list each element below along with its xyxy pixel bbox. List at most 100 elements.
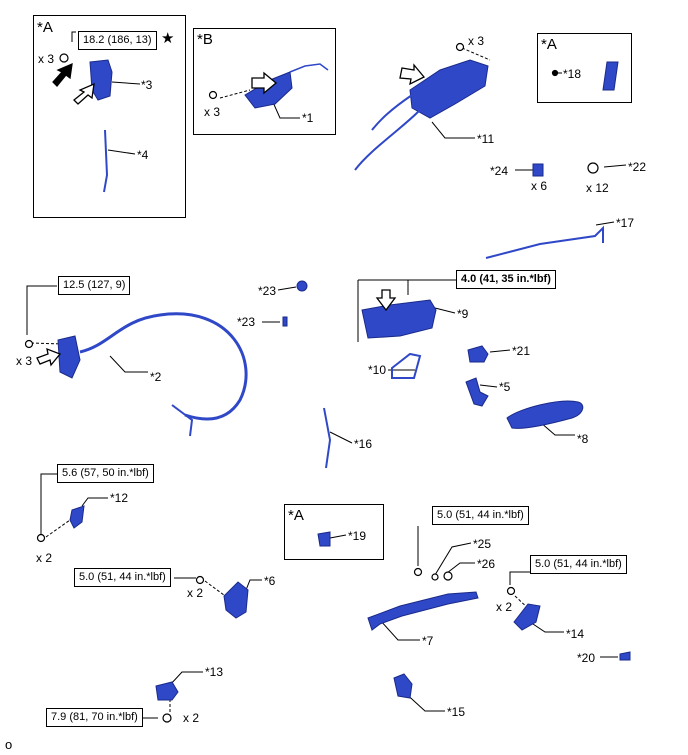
part-18 xyxy=(602,61,619,91)
washer-25 xyxy=(431,573,439,581)
frame-tag-a2: *A xyxy=(541,36,557,53)
qty-bolt-14: x 2 xyxy=(496,600,513,614)
torque-spec-25: 5.0 (51, 44 in.*lbf) xyxy=(432,506,529,525)
callout-13: *13 xyxy=(205,665,224,679)
qty-bolt-3: x 3 xyxy=(38,52,55,66)
open-arrow-icon-2 xyxy=(36,347,62,367)
frame-tag-b: *B xyxy=(197,31,213,48)
qty-bolt-b: x 3 xyxy=(204,105,221,119)
callout-26: *26 xyxy=(477,557,496,571)
callout-23b: *23 xyxy=(237,315,256,329)
part-14 xyxy=(513,603,541,631)
callout-9: *9 xyxy=(457,307,469,321)
callout-7: *7 xyxy=(422,634,434,648)
solid-arrow-icon xyxy=(52,62,73,87)
direction-arrows xyxy=(36,62,426,367)
bolt-11 xyxy=(455,42,465,52)
part-11-lock-assy xyxy=(409,59,489,119)
callout-10: *10 xyxy=(368,363,387,377)
callout-20: *20 xyxy=(577,651,596,665)
qty-part-24: x 6 xyxy=(531,179,548,193)
part-24 xyxy=(532,163,544,177)
frame-a-top-right xyxy=(537,33,632,103)
callout-18: *18 xyxy=(563,67,582,81)
callout-14: *14 xyxy=(566,627,585,641)
part-23-clip xyxy=(282,316,288,327)
bolt-6 xyxy=(195,575,205,585)
part-20 xyxy=(619,651,631,661)
callout-11: *11 xyxy=(477,132,495,146)
callout-6: *6 xyxy=(264,574,276,588)
frame-b xyxy=(193,28,336,135)
clip-22 xyxy=(587,162,599,174)
bolt-13 xyxy=(162,713,172,723)
fasteners xyxy=(24,42,599,723)
washer-26 xyxy=(443,571,453,581)
part-12 xyxy=(69,505,85,529)
part-7-reinforcement xyxy=(367,591,479,631)
bolt-3 xyxy=(59,53,69,63)
torque-spec-9: 4.0 (41, 35 in.*lbf) xyxy=(456,270,556,289)
torque-spec-14: 5.0 (51, 44 in.*lbf) xyxy=(530,555,627,574)
part-11-cable-a xyxy=(371,94,413,131)
part-6 xyxy=(223,581,249,619)
corner-code: o xyxy=(5,737,13,752)
part-2-lock xyxy=(57,335,81,379)
part-2-cable xyxy=(79,312,248,421)
qty-clip-22: x 12 xyxy=(586,181,609,195)
part-10-gasket xyxy=(391,352,422,379)
qty-bolt-6: x 2 xyxy=(187,586,204,600)
part-5 xyxy=(465,377,489,407)
callout-1: *1 xyxy=(302,111,314,125)
part-1-cable xyxy=(289,63,329,73)
open-arrow-icon-11 xyxy=(399,63,426,86)
callout-23a: *23 xyxy=(258,284,277,298)
callout-25: *25 xyxy=(473,537,492,551)
callout-17: *17 xyxy=(616,216,635,230)
open-arrow-icon-9 xyxy=(375,289,397,312)
part-9-frame xyxy=(361,299,437,339)
open-arrow-icon-3 xyxy=(73,82,95,105)
bolt-12 xyxy=(36,533,46,543)
callout-12: *12 xyxy=(110,491,129,505)
part-16-rod xyxy=(323,407,332,469)
frame-a-middle xyxy=(284,504,384,560)
part-11-cable-b xyxy=(354,109,421,171)
qty-bolt-2: x 3 xyxy=(16,354,33,368)
qty-bolt-11: x 3 xyxy=(468,34,485,48)
callout-3: *3 xyxy=(141,78,153,92)
leader-lines xyxy=(26,31,627,719)
part-13 xyxy=(155,681,179,701)
qty-bolt-12: x 2 xyxy=(36,551,53,565)
bullet-18 xyxy=(551,69,559,77)
callout-2: *2 xyxy=(150,370,162,384)
parts xyxy=(57,59,631,701)
callout-21: *21 xyxy=(512,344,531,358)
torque-spec-12: 5.6 (57, 50 in.*lbf) xyxy=(57,464,154,483)
torque-spec-6: 5.0 (51, 44 in.*lbf) xyxy=(74,568,171,587)
part-3-lock xyxy=(89,59,113,101)
frame-a-top-left xyxy=(33,15,186,218)
bolt-b xyxy=(208,90,218,100)
star-icon: ★ xyxy=(161,30,175,47)
callout-19: *19 xyxy=(348,529,367,543)
qty-bolt-13: x 2 xyxy=(183,711,200,725)
torque-spec-2: 12.5 (127, 9) xyxy=(58,276,131,295)
callout-8: *8 xyxy=(577,432,589,446)
callout-24: *24 xyxy=(490,164,509,178)
frame-tag-a1: *A xyxy=(37,19,53,36)
part-17-rod xyxy=(485,225,604,259)
part-19 xyxy=(317,531,331,547)
bolt-2 xyxy=(24,339,34,349)
frame-tag-a3: *A xyxy=(288,507,304,524)
callout-22: *22 xyxy=(628,160,647,174)
part-15 xyxy=(393,673,413,699)
bolt-25 xyxy=(413,567,423,577)
callout-4: *4 xyxy=(137,148,149,162)
part-23-cap xyxy=(296,280,308,292)
part-2-cable-end xyxy=(171,404,194,437)
part-8-handle xyxy=(506,400,584,429)
open-arrow-icon-1 xyxy=(251,71,278,95)
callout-16: *16 xyxy=(354,437,373,451)
